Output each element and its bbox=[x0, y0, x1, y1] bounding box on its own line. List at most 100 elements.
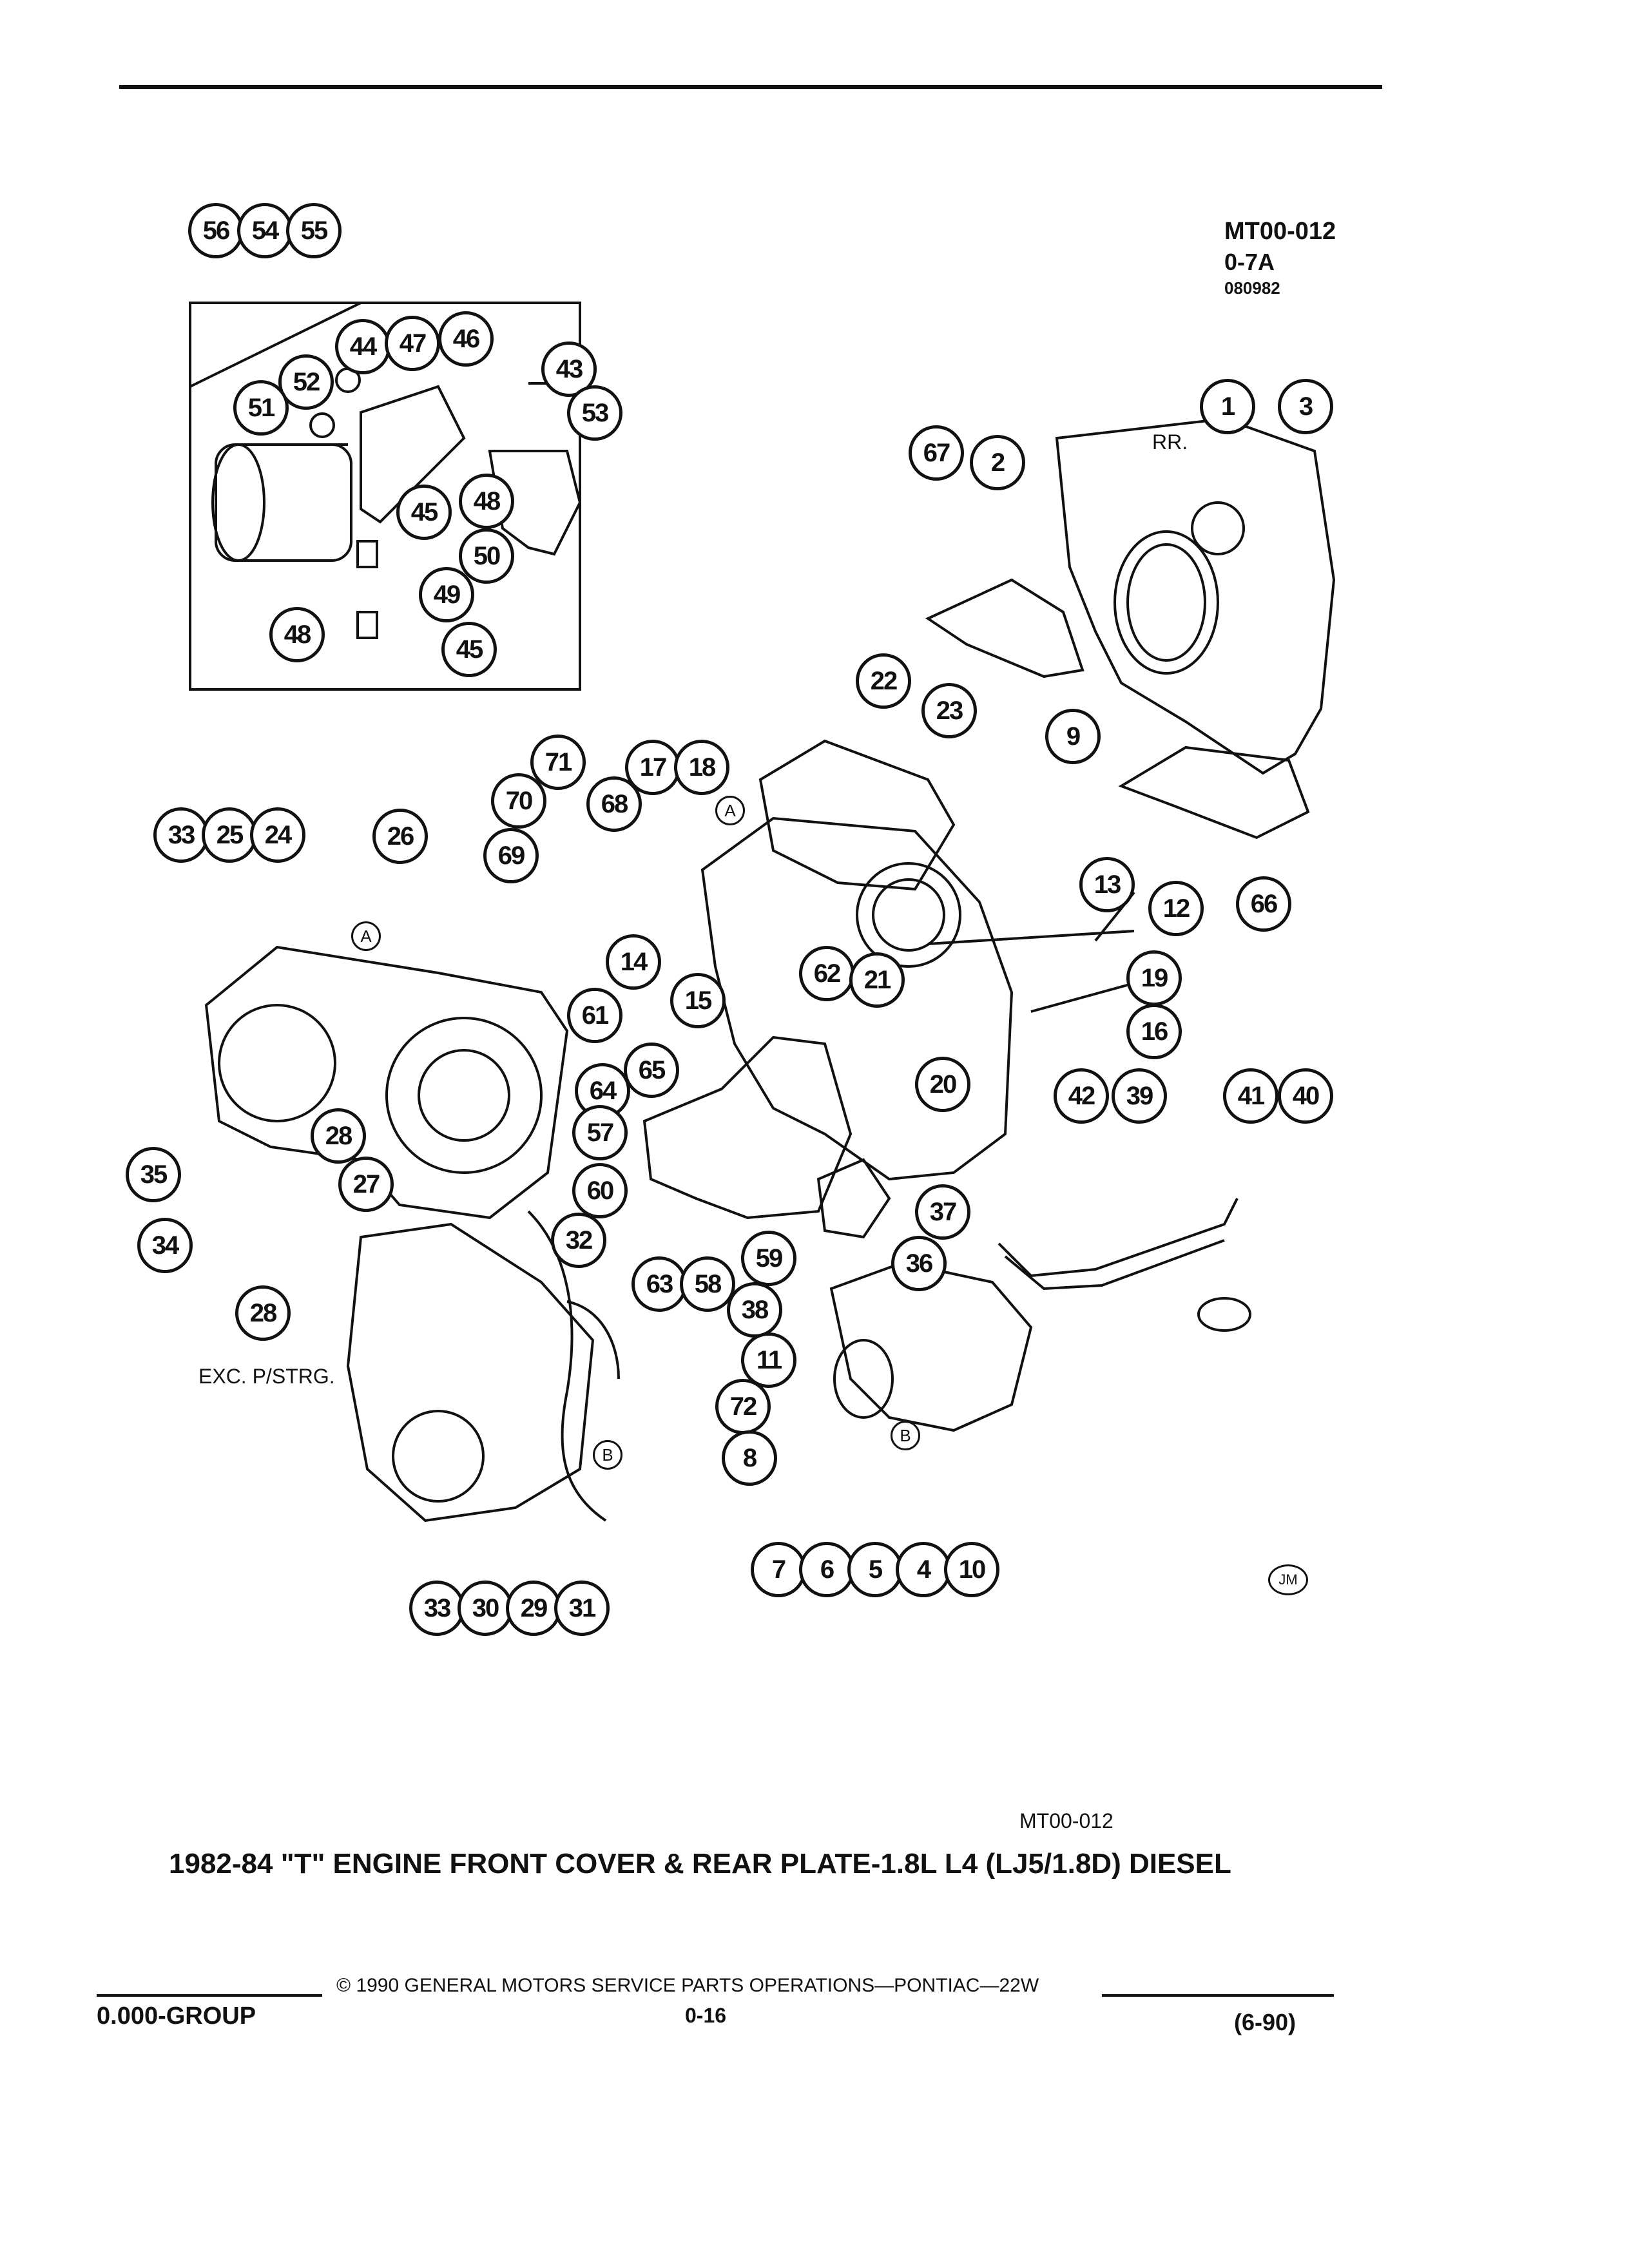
footer-copyright: © 1990 GENERAL MOTORS SERVICE PARTS OPER… bbox=[336, 1975, 1039, 1996]
callout-39: 39 bbox=[1112, 1068, 1167, 1124]
callout-60: 60 bbox=[572, 1163, 628, 1218]
callout-70: 70 bbox=[491, 773, 546, 829]
callout-19: 19 bbox=[1126, 950, 1182, 1006]
bracket-icon bbox=[925, 578, 1084, 678]
callout-28-a: 28 bbox=[311, 1108, 366, 1164]
reference-letter-a-2: A bbox=[351, 921, 381, 951]
callout-31: 31 bbox=[554, 1581, 610, 1636]
figure-date-code: 080982 bbox=[1224, 278, 1280, 298]
rear-bracket-icon bbox=[1118, 745, 1310, 840]
timing-case-icon bbox=[204, 945, 569, 1220]
callout-49: 49 bbox=[419, 567, 474, 622]
callout-20: 20 bbox=[915, 1057, 970, 1112]
callout-15: 15 bbox=[670, 973, 726, 1028]
callout-42: 42 bbox=[1054, 1068, 1109, 1124]
callout-62: 62 bbox=[799, 946, 854, 1001]
callout-38: 38 bbox=[727, 1282, 782, 1338]
callout-40: 40 bbox=[1278, 1068, 1333, 1124]
callout-57: 57 bbox=[572, 1105, 628, 1160]
o-ring-icon bbox=[309, 412, 335, 438]
callout-48-a: 48 bbox=[459, 474, 514, 529]
callout-17: 17 bbox=[625, 740, 680, 795]
figure-sheet: 0-7A bbox=[1224, 249, 1275, 275]
callout-26: 26 bbox=[372, 809, 428, 864]
top-rule bbox=[119, 85, 1382, 89]
pickup-screen-icon bbox=[1197, 1297, 1251, 1332]
callout-53: 53 bbox=[567, 385, 622, 441]
footer-page: 0-16 bbox=[685, 2004, 727, 2027]
callout-30: 30 bbox=[458, 1581, 513, 1636]
callout-52: 52 bbox=[278, 354, 334, 410]
footer-rule-right bbox=[1102, 1994, 1334, 1997]
gear-icon bbox=[218, 1004, 336, 1122]
relief-valve-icon bbox=[356, 540, 378, 568]
oil-filter-inset-frame bbox=[189, 302, 581, 691]
callout-47: 47 bbox=[385, 316, 440, 371]
callout-25: 25 bbox=[202, 807, 257, 863]
callout-58: 58 bbox=[680, 1256, 735, 1312]
front-seal-icon bbox=[856, 862, 961, 968]
footer-group: 0.000-GROUP bbox=[97, 2003, 256, 2030]
adapter-gasket-icon bbox=[488, 450, 582, 556]
rear-seal-icon bbox=[1113, 530, 1219, 675]
oil-pickup-tube-icon bbox=[998, 1198, 1239, 1291]
callout-22: 22 bbox=[856, 653, 911, 709]
callout-41: 41 bbox=[1223, 1068, 1278, 1124]
callout-7: 7 bbox=[751, 1542, 806, 1597]
callout-55: 55 bbox=[286, 203, 342, 258]
callout-67: 67 bbox=[909, 425, 964, 481]
callout-5: 5 bbox=[847, 1542, 903, 1597]
housing-seal-icon bbox=[833, 1339, 894, 1419]
callout-33-a: 33 bbox=[153, 807, 209, 863]
exc-label: EXC. P/STRG. bbox=[198, 1365, 335, 1388]
callout-68: 68 bbox=[586, 776, 642, 832]
callout-8: 8 bbox=[722, 1430, 777, 1486]
callout-12: 12 bbox=[1148, 881, 1204, 936]
callout-34: 34 bbox=[137, 1218, 193, 1273]
callout-50: 50 bbox=[459, 528, 514, 584]
callout-44: 44 bbox=[335, 319, 390, 374]
footer-revision: (6-90) bbox=[1234, 2009, 1296, 2035]
callout-10: 10 bbox=[944, 1542, 999, 1597]
callout-65: 65 bbox=[624, 1043, 679, 1098]
callout-45-b: 45 bbox=[441, 622, 497, 677]
callout-14: 14 bbox=[606, 934, 661, 990]
callout-63: 63 bbox=[631, 1256, 687, 1312]
callout-32: 32 bbox=[551, 1213, 606, 1268]
callout-46: 46 bbox=[438, 311, 494, 367]
callout-48-b: 48 bbox=[269, 607, 325, 662]
footer-rule-left bbox=[97, 1994, 322, 1997]
callout-1: 1 bbox=[1200, 379, 1255, 434]
rear-plate-icon bbox=[1055, 417, 1336, 775]
callout-59: 59 bbox=[741, 1231, 796, 1286]
callout-16: 16 bbox=[1126, 1004, 1182, 1059]
reference-letter-a-1: A bbox=[715, 796, 745, 825]
callout-13: 13 bbox=[1079, 857, 1135, 912]
callout-54: 54 bbox=[237, 203, 293, 258]
pump-drive-icon bbox=[816, 1158, 891, 1239]
callout-56: 56 bbox=[188, 203, 244, 258]
callout-35: 35 bbox=[126, 1147, 181, 1202]
callout-69: 69 bbox=[483, 828, 539, 883]
callout-29: 29 bbox=[506, 1581, 561, 1636]
callout-66: 66 bbox=[1236, 876, 1291, 932]
callout-9: 9 bbox=[1045, 709, 1101, 764]
callout-51: 51 bbox=[233, 380, 289, 436]
figure-bottom-id: MT00-012 bbox=[1019, 1809, 1113, 1832]
figure-id: MT00-012 bbox=[1224, 218, 1336, 245]
front-plate-icon bbox=[758, 739, 956, 891]
callout-45-a: 45 bbox=[396, 485, 452, 540]
oil-filter-icon bbox=[211, 443, 352, 562]
callout-61: 61 bbox=[567, 988, 622, 1043]
callout-2: 2 bbox=[970, 435, 1025, 490]
rear-label: RR. bbox=[1152, 430, 1188, 454]
callout-37: 37 bbox=[915, 1184, 970, 1240]
callout-71: 71 bbox=[530, 735, 586, 790]
callout-18: 18 bbox=[674, 740, 729, 795]
callout-33-b: 33 bbox=[409, 1581, 465, 1636]
callout-27: 27 bbox=[338, 1157, 394, 1212]
plug-icon bbox=[356, 611, 378, 639]
callout-72: 72 bbox=[715, 1379, 771, 1434]
callout-21: 21 bbox=[849, 952, 905, 1008]
